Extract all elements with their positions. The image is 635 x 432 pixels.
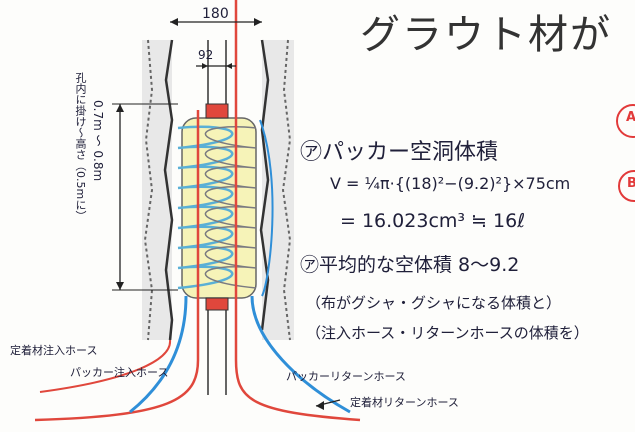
- packer-body: [177, 103, 257, 311]
- borehole-right-wall: [259, 39, 294, 341]
- center-pipe: [207, 40, 227, 395]
- side-a-label: A: [626, 110, 635, 125]
- vertical-range: 0.7m 〜 0.8m: [91, 100, 105, 182]
- dim-inner-label: 92: [198, 48, 214, 62]
- label-grout-inject: 定着材注入ホース: [10, 344, 98, 357]
- borehole-left-wall: [142, 39, 174, 341]
- label-packer-inject: パッカー注入ホース: [70, 366, 169, 379]
- side-b-label: B: [627, 176, 635, 191]
- vertical-note: 孔内に掛け〜高さ（0.5mに）: [74, 72, 87, 222]
- dimension-vertical: [112, 103, 178, 291]
- calc-heading2: ㋐平均的な空体積 8〜9.2: [300, 254, 520, 276]
- label-packer-return: パッカーリターンホース: [286, 370, 406, 383]
- calc-formula: V = ¼π·{(18)²−(9.2)²}×75cm: [330, 174, 571, 193]
- calc-note1: （布がグシャ・グシャになる体積と）: [306, 294, 562, 312]
- dimension-outer: [170, 18, 262, 26]
- dimension-inner: [196, 63, 236, 69]
- label-arrows: [315, 399, 341, 410]
- calc-note2: （注入ホース・リターンホースの体積を）: [306, 324, 589, 342]
- title: グラウト材が: [360, 12, 612, 58]
- calc-heading: ㋐パッカー空洞体積: [300, 140, 499, 165]
- calc-result: = 16.023cm³ ≒ 16ℓ: [340, 210, 526, 232]
- grout-hoses: [34, 0, 361, 422]
- dim-outer-label: 180: [202, 6, 229, 22]
- label-grout-return: 定着材リターンホース: [350, 396, 459, 409]
